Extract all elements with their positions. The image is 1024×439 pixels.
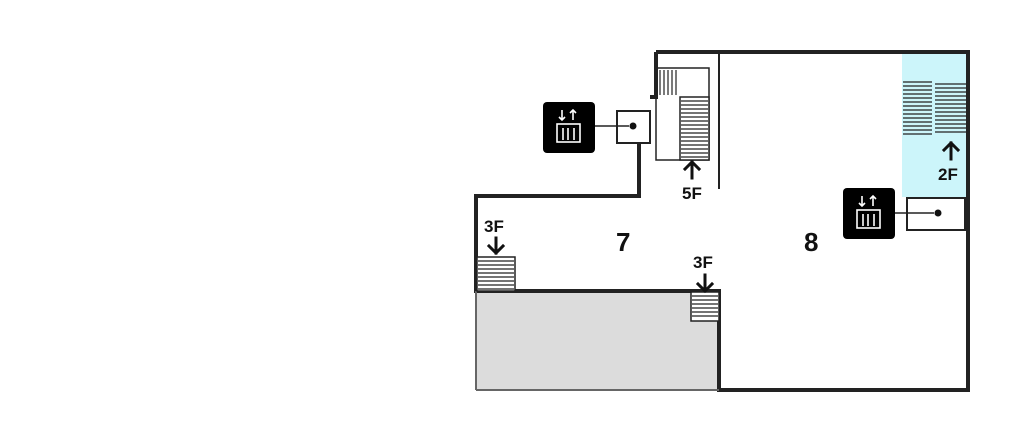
stair-label-5f: 5F [682, 184, 702, 203]
stair-label-3f-left: 3F [484, 217, 504, 236]
gray-area [476, 291, 719, 390]
stairs-3f-left [476, 256, 516, 292]
elevator-icon [543, 102, 595, 153]
arrow-down-3f-center [695, 273, 715, 294]
stair-label-2f: 2F [938, 165, 958, 184]
stairs-2f [903, 81, 966, 135]
elevator-dot-left [629, 122, 637, 130]
stairs-3f-center [690, 291, 720, 322]
wall-upper-left [650, 52, 658, 99]
arrow-up-2f [941, 140, 961, 161]
arrow-up-5f [682, 159, 702, 180]
stair-label-3f-center: 3F [693, 253, 713, 272]
elevator-icon [843, 188, 895, 239]
arrow-down-3f-left [486, 236, 506, 256]
room-label-7: 7 [616, 227, 630, 257]
room-label-8: 8 [804, 227, 818, 257]
stairs-5f [655, 67, 710, 161]
stairwell-area [902, 53, 967, 197]
outer-wall [474, 50, 970, 392]
elevator-dot-right [934, 209, 942, 217]
elevator-shaft-left [616, 110, 651, 144]
